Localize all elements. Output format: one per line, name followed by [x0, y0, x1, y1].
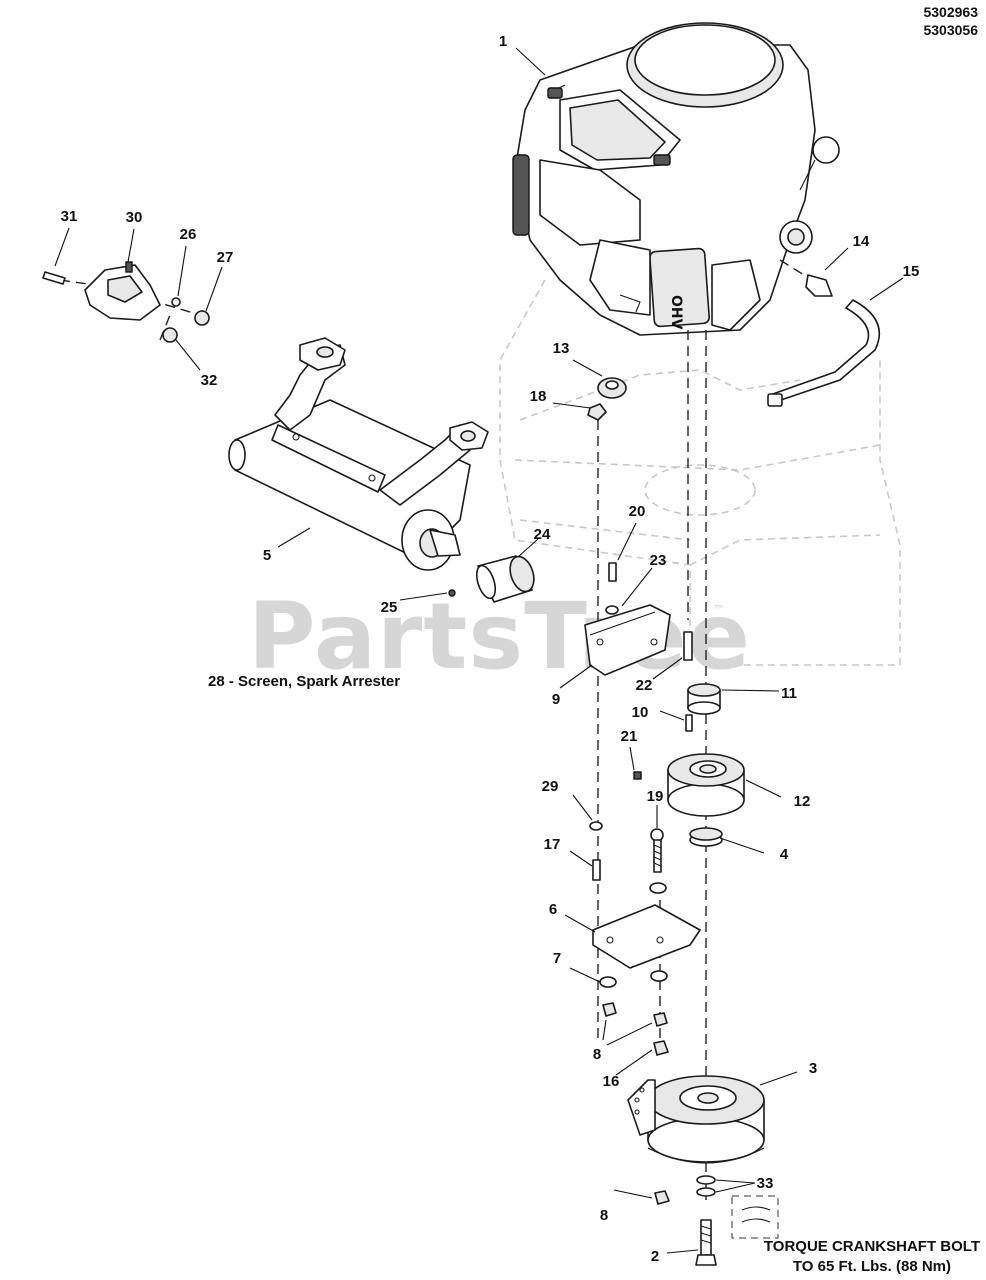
bolt-17: [592, 859, 601, 881]
leader-lines: [54, 47, 904, 1254]
callout-12: 12: [794, 793, 811, 810]
choke-bracket-group: [42, 261, 210, 343]
stud-22: [683, 631, 693, 661]
callout-8c: 8: [600, 1207, 608, 1224]
callout-1: 1: [499, 33, 507, 50]
callout-29: 29: [542, 778, 559, 795]
callout-3: 3: [809, 1060, 817, 1077]
washer-7: [599, 976, 617, 988]
setscrew-21: [633, 771, 642, 780]
callout-21: 21: [621, 728, 638, 745]
crankshaft-bolt-2: [695, 1219, 717, 1266]
spacer-4: [689, 827, 723, 847]
callout-32: 32: [201, 372, 218, 389]
clutch-3: [627, 1075, 765, 1164]
callout-9: 9: [552, 691, 560, 708]
callout-20: 20: [629, 503, 646, 520]
key-10: [685, 714, 693, 732]
callout-31: 31: [61, 208, 78, 225]
callout-5: 5: [263, 547, 271, 564]
shims-33: [696, 1175, 779, 1239]
screw-25: [448, 589, 456, 597]
callout-25: 25: [381, 599, 398, 616]
callout-7: 7: [553, 950, 561, 967]
watermark-trademark: ™: [713, 603, 725, 617]
callout-8a: 8: [593, 1046, 601, 1063]
callout-24: 24: [534, 526, 551, 543]
callout-17: 17: [544, 836, 561, 853]
oil-fitting-and-hose: [767, 274, 881, 407]
nut-16: [653, 1040, 669, 1056]
callout-18: 18: [530, 388, 547, 405]
pulley-12: [667, 753, 745, 817]
callout-22: 22: [636, 677, 653, 694]
washer-7b: [650, 970, 668, 982]
assembly-centerlines: [59, 259, 813, 1200]
callout-16: 16: [603, 1073, 620, 1090]
callout-26: 26: [180, 226, 197, 243]
document-number-1: 5302963: [923, 4, 978, 20]
callout-19: 19: [647, 788, 664, 805]
nut-18: [587, 403, 607, 421]
callout-30: 30: [126, 209, 143, 226]
callouts: 1 2 3 4 5 6 7 8 8 9 10 11 12 13 14 15 16…: [61, 33, 920, 1265]
nut-8b: [653, 1012, 668, 1027]
grommet-13-hole: [605, 380, 619, 390]
washer-29: [589, 821, 603, 831]
bolt-19: [649, 828, 667, 894]
muffler: [228, 337, 489, 571]
plate-6: [592, 904, 701, 969]
callout-6: 6: [549, 901, 557, 918]
callout-15: 15: [903, 263, 920, 280]
callout-10: 10: [632, 704, 649, 721]
nut-8a: [602, 1002, 617, 1017]
bracket-9: [584, 604, 671, 676]
callout-33: 33: [757, 1175, 774, 1192]
callout-14: 14: [853, 233, 870, 250]
washer-23: [605, 605, 619, 615]
callout-2: 2: [651, 1248, 659, 1265]
spark-arrester-tube: [475, 555, 535, 603]
nut-8c: [654, 1190, 670, 1205]
svg-text:OHV: OHV: [668, 295, 684, 330]
bolt-20: [608, 562, 617, 582]
callout-11: 11: [781, 685, 797, 702]
callout-23: 23: [650, 552, 667, 569]
callout-27: 27: [217, 249, 234, 266]
bearing-11: [687, 683, 721, 715]
engine: OHV: [512, 22, 840, 336]
callout-4: 4: [780, 846, 789, 863]
document-number-2: 5303056: [923, 22, 978, 38]
torque-note-line1: TORQUE CRANKSHAFT BOLT: [764, 1238, 980, 1255]
spark-arrester-note: 28 - Screen, Spark Arrester: [208, 673, 400, 690]
callout-13: 13: [553, 340, 570, 357]
torque-note-line2: TO 65 Ft. Lbs. (88 Nm): [793, 1258, 951, 1275]
